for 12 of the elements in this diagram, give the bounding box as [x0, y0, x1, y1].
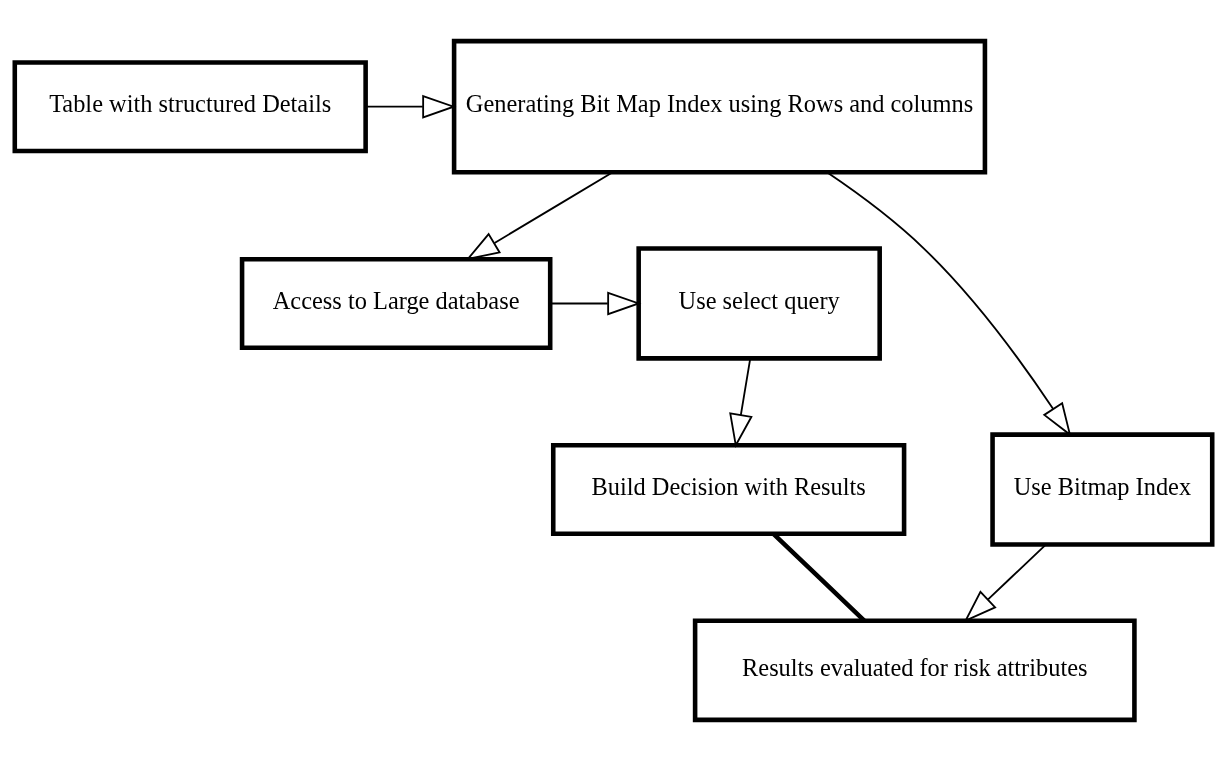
node-box: Use select query: [636, 245, 882, 361]
node-box: Build Decision with Results: [550, 442, 907, 536]
arrow: [729, 357, 753, 448]
node-box: Access to Large database: [239, 256, 553, 350]
node-box: Table with structured Details: [12, 59, 368, 153]
node-box: Use Bitmap Index: [990, 431, 1215, 547]
arrow: [549, 291, 642, 315]
arrow: [365, 94, 457, 119]
arrow: [465, 171, 614, 260]
arrow: [963, 543, 1047, 622]
node-box: Generating Bit Map Index using Rows and columns: [451, 38, 988, 175]
node-box: Results evaluated for risk attributes: [692, 617, 1137, 722]
